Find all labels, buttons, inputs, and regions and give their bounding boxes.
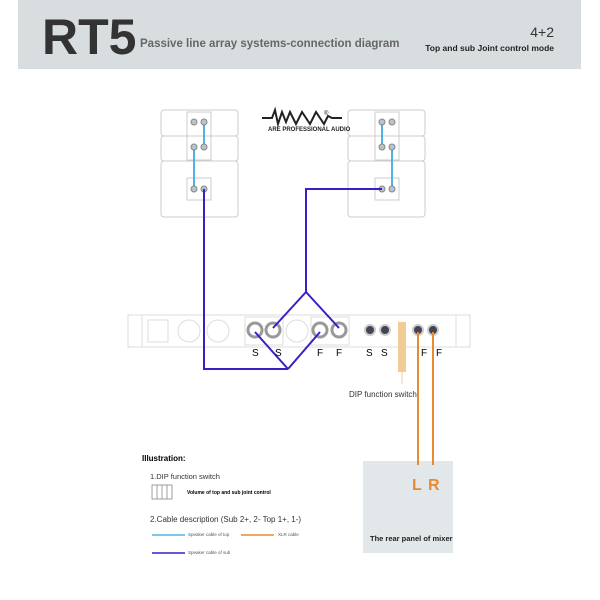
legend-label: Speaker cable of top (188, 532, 230, 537)
dip-description: Volume of top and sub joint control (187, 490, 271, 496)
are-logo-icon: ARE PROFESSIONAL AUDIO ® (262, 106, 351, 133)
mixer-right-label: R (428, 477, 440, 494)
diagram-title: Passive line array systems-connection di… (140, 38, 400, 50)
legend-label: XLR cable (278, 532, 299, 537)
mode-label: Top and sub Joint control mode (425, 43, 554, 53)
svg-text:ARE PROFESSIONAL AUDIO: ARE PROFESSIONAL AUDIO (268, 127, 351, 133)
port-label: F (317, 348, 324, 359)
port-label: F (336, 348, 343, 359)
port-label: S (366, 348, 373, 359)
header-banner (18, 0, 581, 69)
dip-switch-label: DIP function switch (349, 390, 417, 399)
legend-label: Speaker cable of sub (188, 550, 231, 555)
port-label: S (275, 348, 282, 359)
dip-switch (398, 322, 406, 372)
mixer-panel (363, 461, 453, 553)
model-title: RT5 (42, 9, 137, 65)
illustration-item-2: 2.Cable description (Sub 2+, 2- Top 1+, … (150, 515, 302, 524)
top-speaker-cables (193, 122, 393, 189)
port-label: S (381, 348, 388, 359)
svg-text:®: ® (324, 110, 329, 117)
illustration-item-1: 1.DIP function switch (150, 472, 220, 481)
dip-switch-icon (151, 484, 173, 500)
right-speaker-stack (347, 109, 426, 218)
config-label: 4+2 (530, 24, 554, 40)
left-speaker-stack (160, 109, 239, 218)
xlr-cables (417, 332, 434, 465)
rack-panel (127, 314, 471, 348)
port-label: F (436, 348, 443, 359)
mixer-caption: The rear panel of mixer (370, 534, 453, 543)
illustration-title: Illustration: (142, 454, 186, 463)
sub-speaker-cables (203, 188, 382, 370)
port-label: F (421, 348, 428, 359)
speakon-connectors (246, 321, 348, 339)
legend-lines (152, 534, 274, 554)
xlr-connectors (364, 324, 439, 336)
mixer-left-label: L (412, 477, 422, 494)
port-label: S (252, 348, 259, 359)
